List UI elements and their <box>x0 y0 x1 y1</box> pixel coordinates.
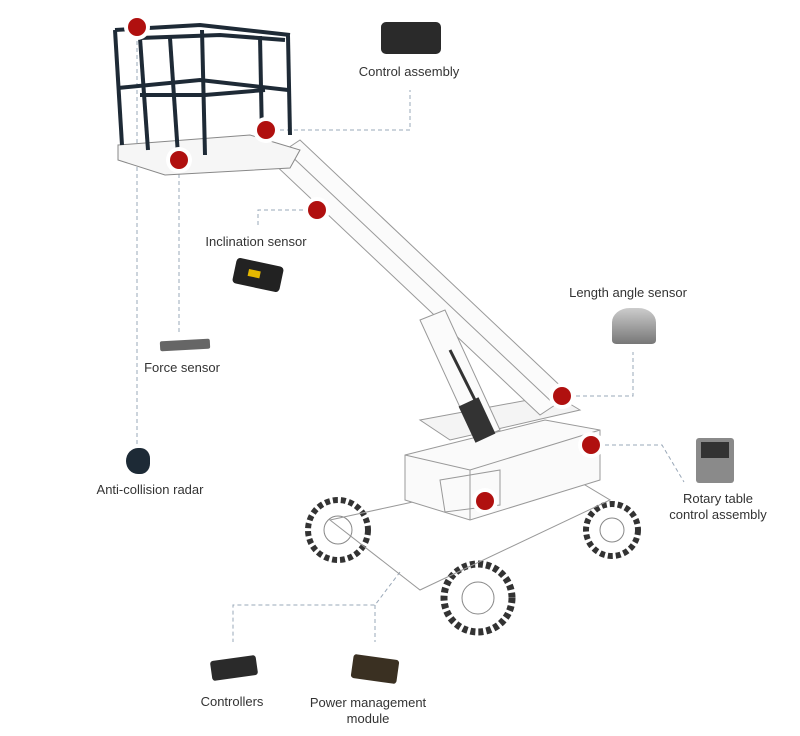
leader-lines <box>136 27 685 642</box>
label-line: control assembly <box>669 507 767 522</box>
label-control-assembly: Control assembly <box>358 64 460 79</box>
basket <box>113 22 301 176</box>
wheels <box>305 497 641 636</box>
hydraulic-cylinder <box>458 397 496 443</box>
length-angle-sensor-image <box>612 308 656 344</box>
label-inclination-sensor: Inclination sensor <box>205 234 307 249</box>
hotspot-rotary-table-control-assembly[interactable] <box>582 436 600 454</box>
hotspot-control-assembly[interactable] <box>257 121 275 139</box>
hotspot-length-angle-sensor[interactable] <box>553 387 571 405</box>
boom <box>269 139 571 441</box>
label-line: Power management <box>309 695 427 710</box>
hotspot-controllers[interactable] <box>476 492 494 510</box>
label-anti-collision-radar: Anti-collision radar <box>96 482 204 497</box>
anti-collision-radar-image <box>126 448 150 474</box>
label-line: Rotary table <box>682 491 754 506</box>
hotspot-anti-collision-radar[interactable] <box>128 18 146 36</box>
rotary-table-control-assembly-image <box>696 438 734 483</box>
label-line: module <box>346 711 390 726</box>
label-length-angle-sensor: Length angle sensor <box>569 285 687 300</box>
hotspot-force-sensor[interactable] <box>170 151 188 169</box>
label-controllers: Controllers <box>200 694 264 709</box>
control-assembly-image <box>381 22 441 54</box>
label-force-sensor: Force sensor <box>144 360 220 375</box>
hotspot-inclination-sensor[interactable] <box>308 201 326 219</box>
